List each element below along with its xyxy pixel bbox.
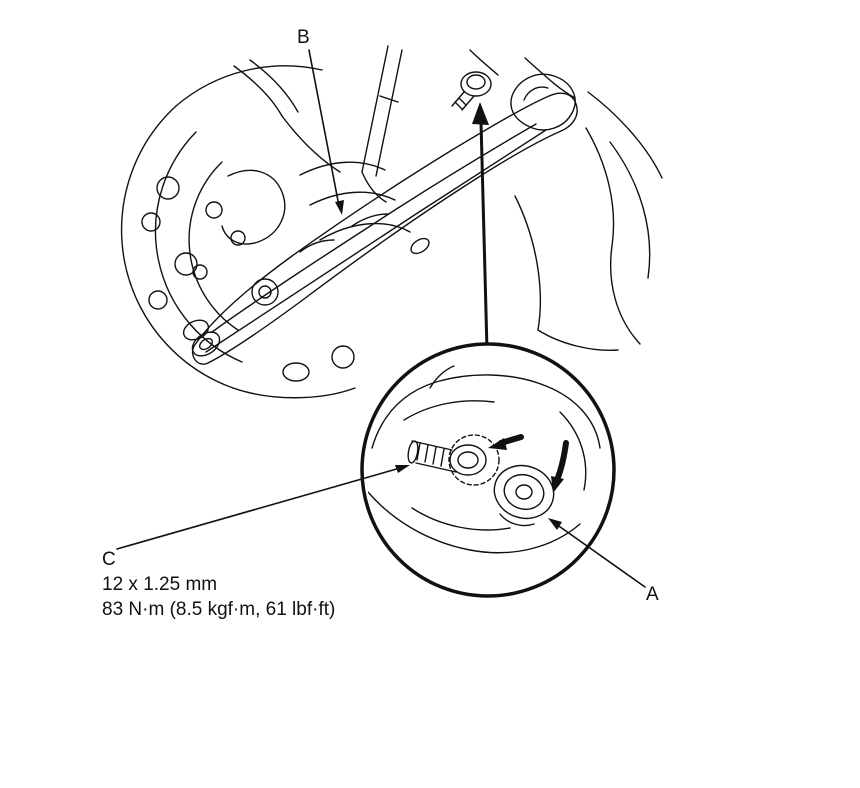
leader-line-a: [555, 523, 646, 588]
leader-line-c: [116, 467, 401, 550]
detail-circle: [360, 342, 616, 598]
callout-label-a: A: [646, 584, 659, 605]
magnify-arrowhead: [472, 102, 489, 125]
arrowhead-c: [395, 465, 410, 473]
lower-arm: [191, 73, 578, 365]
arrowhead-b: [335, 200, 344, 215]
body-structure-lines: [469, 49, 663, 352]
mount-bolt: [451, 71, 492, 111]
leader-lines: [116, 49, 646, 588]
callout-label-c: C: [102, 549, 116, 570]
arrowhead-a: [548, 518, 562, 530]
bolt-size-spec: 12 x 1.25 mm: [102, 574, 218, 595]
leader-line-b: [308, 49, 340, 207]
detail-arrowhead-left: [488, 438, 507, 450]
callout-label-b: B: [297, 27, 310, 48]
detail-bolt: [407, 434, 500, 486]
torque-spec: 83 N·m (8.5 kgf·m, 61 lbf·ft): [102, 599, 336, 620]
arrowheads: [335, 102, 564, 530]
magnify-arrow: [479, 120, 489, 352]
spec-block: C 12 x 1.25 mm 83 N·m (8.5 kgf·m, 61 lbf…: [102, 547, 335, 622]
strut-lines: [361, 45, 403, 203]
detail-content: [367, 365, 601, 554]
detail-arrowhead-down: [551, 476, 564, 493]
detail-bushing: [493, 464, 555, 527]
